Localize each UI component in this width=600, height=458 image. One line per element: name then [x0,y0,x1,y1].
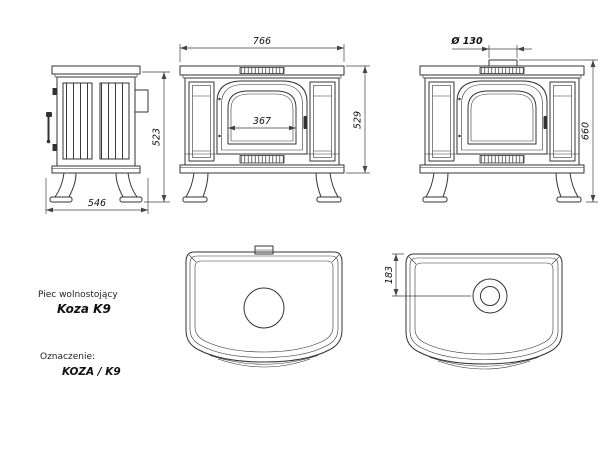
dim-label-body-height: 529 [353,111,364,129]
dim-label-flue-diameter: Ø 130 [450,36,483,47]
product-type-label: Piec wolnostojący [38,290,118,300]
dim-label-total-height: 660 [581,122,592,140]
flue-collar-hole [480,286,500,306]
dimension-front-width: 766 [179,36,345,62]
dimension-flue-offset: 183 [384,253,471,297]
front-view-flue [419,65,585,203]
dim-label-side-depth: 546 [88,198,106,209]
caption-block: Piec wolnostojący Koza K9 Oznaczenie: KO… [38,290,121,378]
dimension-body-height: 529 [346,65,370,174]
dim-label-side-height: 523 [152,128,163,146]
dimension-flue-diameter: Ø 130 [450,36,532,58]
flue-opening [243,287,285,329]
dimension-total-height: 660 [519,59,598,203]
designation-label: Oznaczenie: [40,352,95,362]
door-handle [46,112,52,144]
flue-collar [488,59,518,67]
top-view [185,245,343,368]
top-view-flue [405,253,563,370]
dimension-side-depth: 546 [45,178,149,214]
product-name: Koza K9 [57,302,111,316]
dimension-side-height: 523 [142,71,170,203]
rear-flue-stub [134,89,149,113]
dim-label-flue-offset: 183 [384,266,395,284]
side-view [46,65,149,203]
dimension-door-glass-width: 367 [227,116,297,134]
designation-value: KOZA / K9 [62,366,121,378]
dim-label-front-width: 766 [253,36,271,47]
dim-label-door-glass-width: 367 [253,116,271,127]
flue-collar-outline [472,278,508,314]
front-view [179,65,345,203]
